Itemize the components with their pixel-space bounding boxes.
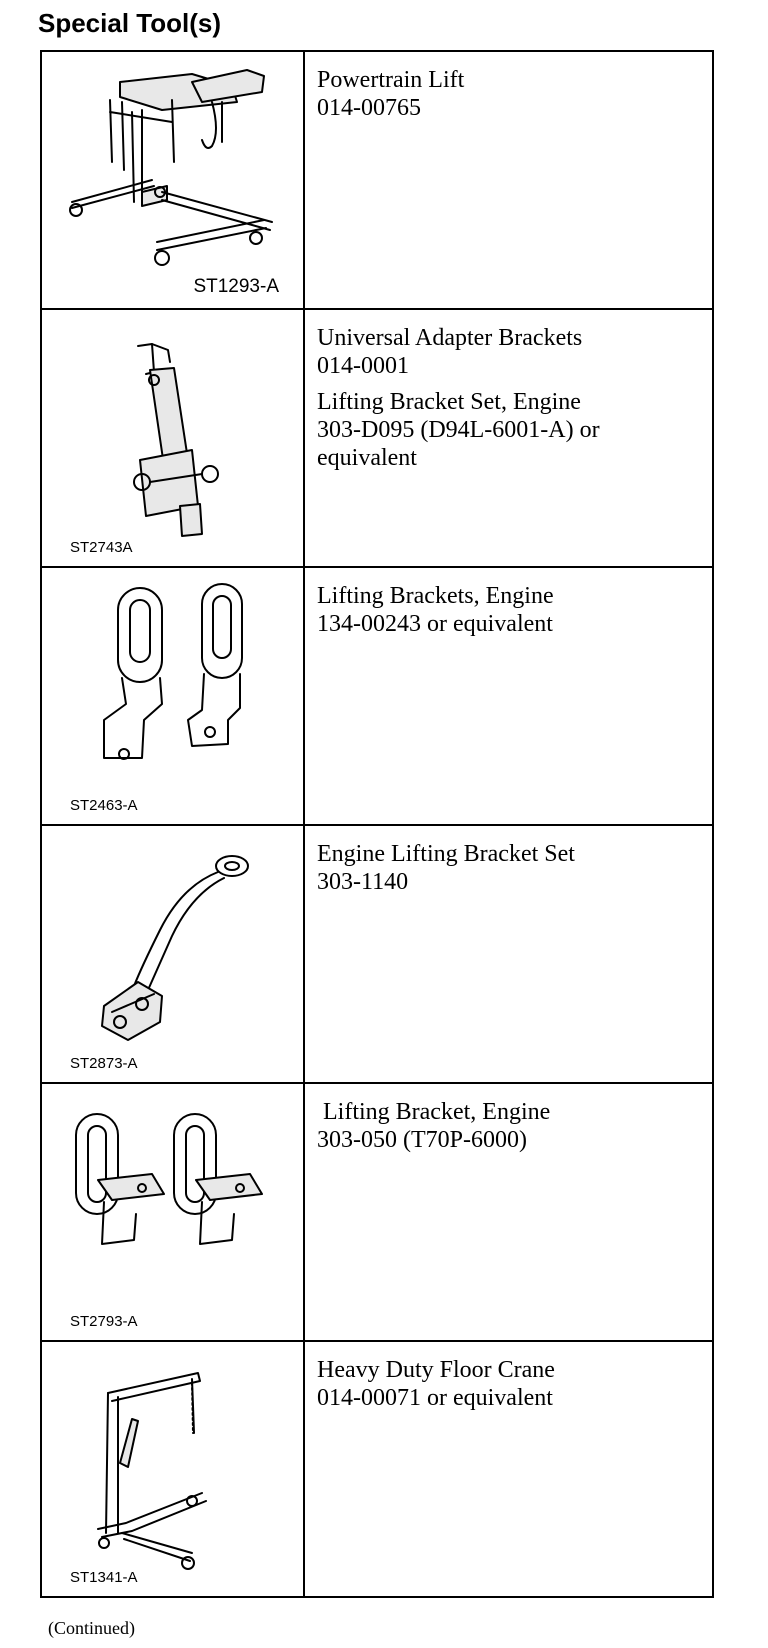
table-row: ST2793-A Lifting Bracket, Engine 303-050… [40, 1082, 714, 1342]
continued-note: (Continued) [48, 1618, 135, 1638]
tool-illustration-cell: ST2463-A [40, 566, 305, 826]
lifting-brackets-illustration [103, 583, 243, 760]
tool-illustration-cell: ST2873-A [40, 824, 305, 1084]
tool-code: ST2873-A [70, 1055, 138, 1072]
tool-name: Engine Lifting Bracket Set [317, 841, 575, 867]
tool-description-cell: Universal Adapter Brackets 014-0001 Lift… [303, 308, 714, 568]
tool-description-cell: Heavy Duty Floor Crane 014-00071 or equi… [303, 1340, 714, 1598]
tool-code: ST2743A [70, 539, 133, 556]
tool-name: Lifting Brackets, Engine [317, 583, 554, 609]
table-row: ST1293-A Powertrain Lift 014-00765 [40, 50, 714, 310]
adapter-bracket-illustration [133, 343, 219, 537]
tool-name: Universal Adapter Brackets [317, 325, 583, 351]
tool-extra-line: Lifting Bracket Set, Engine [317, 389, 581, 415]
table-row: ST2873-A Engine Lifting Bracket Set 303-… [40, 824, 714, 1084]
tool-extra-line: 303-D095 (D94L-6001-A) or [317, 417, 600, 443]
tool-code: ST2463-A [70, 797, 138, 814]
tool-number: 014-00071 or equivalent [317, 1385, 553, 1411]
tool-description-cell: Engine Lifting Bracket Set 303-1140 [303, 824, 714, 1084]
tool-number: 303-1140 [317, 869, 409, 895]
page-title: Special Tool(s) [38, 8, 221, 38]
powertrain-lift-illustration [69, 69, 273, 266]
lifting-bracket-illustration [75, 1113, 263, 1245]
engine-bracket-set-illustration [101, 855, 249, 1041]
tool-description-cell: Lifting Bracket, Engine 303-050 (T70P-60… [303, 1082, 714, 1342]
tool-illustration-cell: ST2793-A [40, 1082, 305, 1342]
floor-crane-illustration [97, 1372, 207, 1570]
tool-code: ST1341-A [70, 1569, 138, 1586]
tool-illustration-cell: ST1293-A [40, 50, 305, 310]
tool-description-cell: Powertrain Lift 014-00765 [303, 50, 714, 310]
tool-extra-line: equivalent [317, 445, 417, 471]
tool-number: 014-0001 [317, 353, 409, 379]
tool-name: Lifting Bracket, Engine [317, 1099, 551, 1125]
tool-number: 303-050 (T70P-6000) [317, 1127, 527, 1153]
tool-illustration-cell: ST2743A [40, 308, 305, 568]
table-row: ST2743A Universal Adapter Brackets 014-0… [40, 308, 714, 568]
special-tools-table: ST1293-A Powertrain Lift 014-00765 [40, 50, 714, 1598]
tool-number: 014-00765 [317, 95, 421, 121]
tool-name: Powertrain Lift [317, 67, 465, 93]
tool-code: ST2793-A [70, 1313, 138, 1330]
tool-illustration-cell: ST1341-A [40, 1340, 305, 1598]
tool-code: ST1293-A [193, 276, 279, 297]
tool-description-cell: Lifting Brackets, Engine 134-00243 or eq… [303, 566, 714, 826]
tool-number: 134-00243 or equivalent [317, 611, 553, 637]
table-row: ST1341-A Heavy Duty Floor Crane 014-0007… [40, 1340, 714, 1598]
table-row: ST2463-A Lifting Brackets, Engine 134-00… [40, 566, 714, 826]
tool-name: Heavy Duty Floor Crane [317, 1357, 555, 1383]
